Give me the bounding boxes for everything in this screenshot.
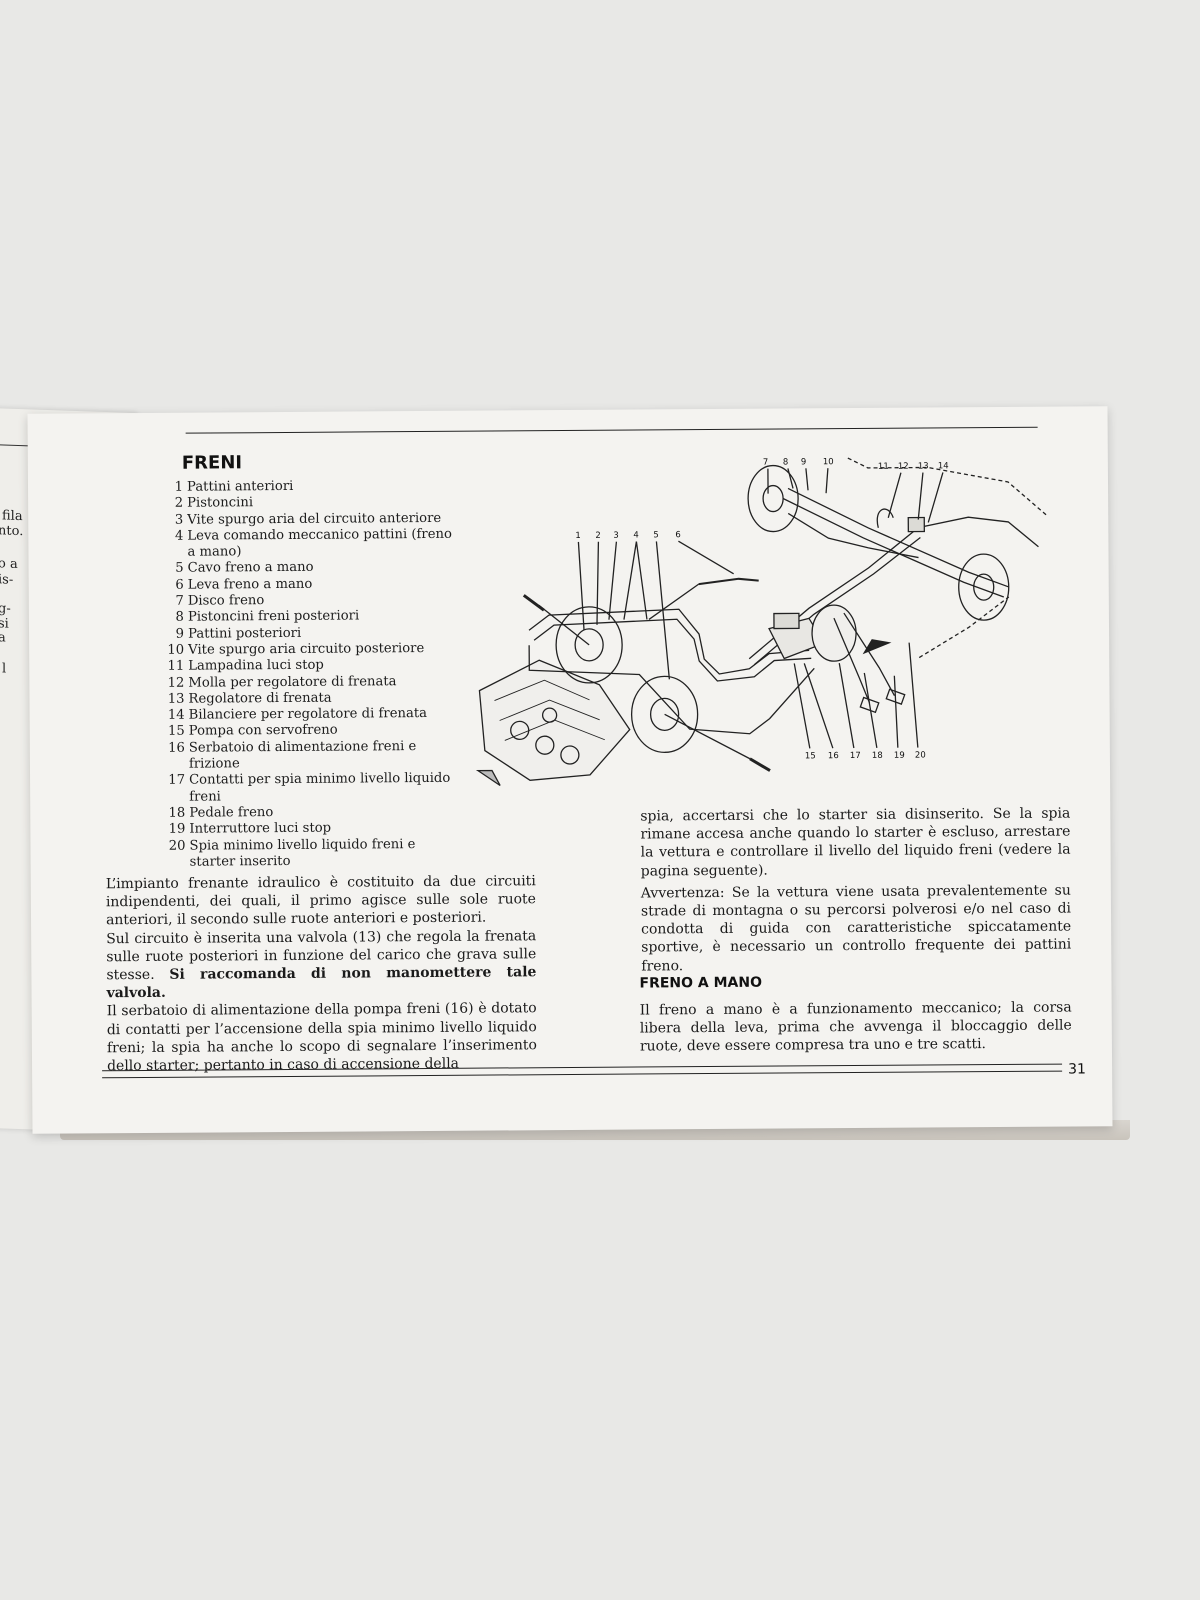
- diagram-callout-number: 15: [805, 751, 816, 761]
- page-number: 31: [1068, 1061, 1086, 1078]
- legend-text: Leva comando meccanico pattini (freno a …: [187, 526, 452, 560]
- legend-number: 2: [174, 495, 184, 512]
- legend-text: Regolatore di frenata: [188, 690, 332, 707]
- legend-text: Pistoncini freni posteriori: [187, 608, 360, 626]
- diagram-callout-number: 4: [633, 531, 638, 541]
- diagram-callout-number: 3: [613, 531, 618, 541]
- legend-text: Serbatoio di alimentazione freni e frizi…: [188, 738, 417, 772]
- diagram-callout-number: 17: [850, 751, 861, 761]
- legend-text: Pattini posteriori: [187, 625, 302, 642]
- legend-number: 14: [167, 707, 185, 723]
- legend-text: Leva freno a mano: [187, 576, 313, 593]
- diagram-callout-number: 11: [878, 462, 889, 472]
- diagram-callout-number: 16: [828, 751, 839, 761]
- diagram-callout-number: 7: [763, 458, 768, 468]
- legend-number: 10: [167, 642, 185, 658]
- handbrake-paragraph: Il freno a mano è a funzionamento meccan…: [639, 999, 1072, 1055]
- diagram-callout-number: 13: [918, 461, 929, 471]
- legend-number: 1: [174, 479, 184, 495]
- legend-number: 12: [167, 675, 185, 691]
- previous-page-fragment: nto.: [0, 523, 24, 540]
- diagram-callout-number: 20: [915, 751, 926, 761]
- previous-page-fragment: g-: [0, 601, 11, 617]
- previous-page-fragment: is-: [0, 572, 14, 588]
- legend-number: 13: [167, 691, 185, 707]
- brakes-description-continued: spia, accertarsi che lo starter sia disi…: [640, 805, 1071, 976]
- legend-number: 3: [174, 512, 184, 528]
- legend-number: 5: [175, 561, 184, 577]
- legend-number: 18: [168, 805, 186, 821]
- paragraph: spia, accertarsi che lo starter sia disi…: [640, 805, 1071, 880]
- legend-number: 19: [168, 821, 186, 838]
- legend-text: Vite spurgo aria circuito posteriore: [188, 640, 425, 658]
- legend-number: 8: [175, 610, 184, 626]
- legend-text: Pistoncini: [187, 495, 254, 511]
- previous-page-fragment: o a: [0, 556, 18, 572]
- paragraph: L’impianto frenante idraulico è costitui…: [105, 873, 536, 929]
- diagram-callout-number: 12: [898, 462, 909, 472]
- legend-number: 7: [175, 593, 184, 609]
- legend-text: Cavo freno a mano: [187, 560, 314, 577]
- legend-text: Spia minimo livello liquido freni e star…: [189, 836, 416, 870]
- legend-text: Pompa con servofreno: [188, 723, 338, 740]
- handbrake-heading: FRENO A MANO: [639, 974, 763, 992]
- legend-text: Lampadina luci stop: [188, 657, 324, 674]
- paragraph: Il serbatoio di alimentazione della pomp…: [106, 1000, 537, 1075]
- legend-number: 11: [167, 658, 185, 675]
- legend-number: 20: [168, 838, 186, 854]
- legend-number: 15: [167, 724, 185, 740]
- diagram-callout-number: 5: [653, 530, 658, 540]
- legend-number: 9: [175, 626, 185, 642]
- diagram-callout-number: 14: [938, 461, 949, 471]
- legend-text: Interruttore luci stop: [189, 820, 332, 837]
- warning-paragraph: Avvertenza: Se la vettura viene usata pr…: [640, 882, 1072, 975]
- diagram-callout-number: 9: [801, 457, 806, 467]
- legend-number: 6: [175, 577, 184, 593]
- diagram-callout-number: 18: [872, 751, 883, 761]
- valve-warning: Si raccomanda di non manomettere tale va…: [106, 964, 537, 1002]
- previous-page-fragment: a: [0, 630, 6, 646]
- legend-text: Molla per regolatore di frenata: [188, 673, 397, 691]
- legend-text: Pattini anteriori: [186, 478, 294, 495]
- legend-text: Pedale freno: [189, 805, 274, 821]
- legend-text: Disco freno: [187, 593, 265, 609]
- diagram-callout-number: 6: [675, 530, 680, 540]
- paragraph: Sul circuito è inserita una valvola (13)…: [106, 927, 536, 1003]
- section-title: FRENI: [181, 452, 243, 474]
- legend-text: Bilanciere per regolatore di frenata: [188, 706, 428, 723]
- legend-number: 4: [174, 528, 184, 544]
- brakes-description: L’impianto frenante idraulico è costitui…: [106, 872, 537, 1075]
- previous-page-fragment: si: [0, 616, 9, 632]
- legend-number: 16: [168, 740, 185, 756]
- legend-text: Vite spurgo aria del circuito anteriore: [187, 510, 442, 528]
- diagram-callout-number: 8: [783, 457, 788, 467]
- previous-page-fragment: fila: [2, 508, 23, 525]
- diagram-callout-number: 2: [595, 531, 600, 541]
- diagram-callout-number: 19: [894, 751, 905, 761]
- diagram-callout-number: 1: [575, 531, 580, 541]
- legend-text: Contatti per spia minimo livello liquido…: [189, 771, 451, 805]
- legend-number: 17: [168, 773, 186, 789]
- previous-page-fragment: l: [2, 661, 7, 677]
- diagram-callout-number: 10: [823, 457, 834, 467]
